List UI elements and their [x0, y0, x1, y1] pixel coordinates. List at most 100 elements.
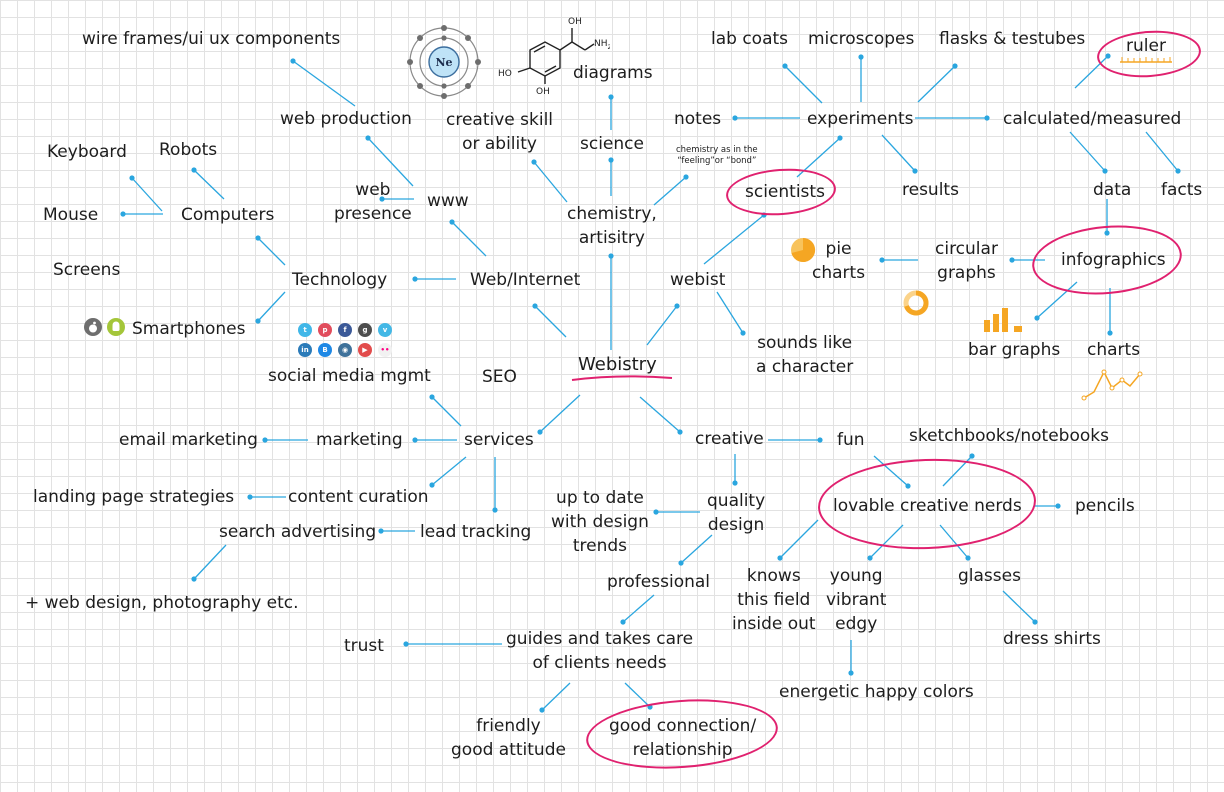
connector-dot-lovable-young	[867, 555, 873, 561]
connector-dot-lovable-glasses	[965, 555, 971, 561]
connector-scientists-experiments	[796, 137, 841, 178]
connector-dot-computers-keyboard	[129, 175, 135, 181]
connector-dot-experiments-lab-coats	[782, 63, 788, 69]
connector-dot-services-lead	[492, 507, 498, 513]
connector-dot-creative-quality	[732, 480, 738, 486]
node-science: science	[580, 134, 644, 154]
connector-dot-data-infographics	[1104, 230, 1110, 236]
node-lovable-nerds: lovable creative nerds	[833, 496, 1022, 516]
android-icon	[107, 318, 125, 336]
node-calculated: calculated/measured	[1003, 109, 1182, 129]
node-professional: professional	[607, 572, 711, 592]
apple-icon	[84, 318, 102, 336]
node-microscopes: microscopes	[808, 29, 915, 49]
connector-dot-content-landing	[247, 494, 253, 500]
connector-webistry-right	[646, 305, 678, 346]
connector-computers-robots	[193, 169, 225, 200]
bar-graph-icon	[984, 308, 1022, 332]
twitter-icon: t	[298, 323, 312, 337]
node-technology: Technology	[292, 270, 388, 290]
connector-experiments-flasks	[917, 65, 956, 103]
node-email-marketing: email marketing	[119, 430, 258, 450]
node-seo: SEO	[482, 367, 517, 387]
connector-dot-chemistry-creative-skill	[531, 159, 537, 165]
connector-dot-webistry-services	[537, 429, 543, 435]
node-search-advertising: search advertising	[219, 522, 377, 542]
connector-dot-lead-search	[378, 528, 384, 534]
connector-dot-marketing-email	[262, 437, 268, 443]
pinterest-icon: p	[318, 323, 332, 337]
node-web-design-photo: + web design, photography etc.	[25, 593, 299, 613]
connector-webist-scientists	[703, 214, 765, 265]
node-chemistry-note: chemistry as in the “feeling”or “bond”	[676, 145, 758, 166]
connector-glasses-dress-shirts	[1002, 590, 1036, 623]
molecule-icon: OH NH2 HO OH	[498, 17, 610, 96]
connector-dot-services-seo	[429, 394, 435, 400]
node-landing-page: landing page strategies	[33, 487, 235, 507]
connector-dot-glasses-dress-shirts	[1032, 619, 1038, 625]
node-knows-field: knows this field inside out	[732, 566, 816, 634]
connector-dot-experiments-calculated	[984, 115, 990, 121]
node-fun: fun	[837, 430, 865, 450]
connector-experiments-lab-coats	[784, 65, 823, 104]
youtube-icon: ▶	[358, 343, 372, 357]
node-robots: Robots	[159, 140, 218, 160]
donut-chart-icon	[903, 290, 929, 316]
connector-infographics-bar-graphs	[1036, 281, 1078, 319]
node-diagrams: diagrams	[573, 63, 653, 83]
connector-dot-creative-fun	[817, 437, 823, 443]
connector-dot-experiments-microscopes	[858, 54, 864, 60]
node-webistry: Webistry	[578, 354, 657, 375]
connector-lovable-young	[869, 524, 904, 559]
node-infographics: infographics	[1061, 250, 1166, 270]
instagram-icon: ◉	[338, 343, 352, 357]
node-keyboard: Keyboard	[47, 142, 127, 162]
connector-guides-connection	[624, 682, 651, 708]
connector-lovable-glasses	[939, 524, 969, 559]
connector-lovable-knows	[779, 519, 819, 559]
connector-guides-friendly	[541, 682, 571, 711]
pie-chart-icon	[791, 237, 816, 262]
connector-dot-infographics-circular	[1009, 257, 1015, 263]
connector-dot-search-web-design	[191, 576, 197, 582]
connector-calculated-ruler	[1074, 55, 1109, 89]
connector-dot-webistry-web-internet	[608, 253, 614, 259]
connector-dot-technology-smartphones	[255, 318, 261, 324]
connector-dot-quality-up-to-date	[653, 509, 659, 515]
connector-services-content	[431, 456, 467, 486]
connector-dot-www-web-production	[365, 135, 371, 141]
node-up-to-date: up to date with design trends	[551, 488, 649, 556]
connector-technology-computers	[257, 237, 286, 266]
ruler-icon	[1120, 57, 1172, 63]
connector-dot-calculated-facts	[1175, 168, 1181, 174]
connector-dot-scientists-experiments	[837, 135, 843, 141]
connector-dot-webistry-right	[674, 303, 680, 309]
connector-dot-web-production-wire-frames	[290, 58, 296, 64]
svg-text:NH2: NH2	[594, 39, 610, 51]
node-screens: Screens	[53, 260, 121, 280]
node-web-production: web production	[280, 109, 412, 129]
node-www: www	[427, 191, 469, 211]
node-dress-shirts: dress shirts	[1003, 629, 1101, 649]
connector-search-web-design	[193, 544, 227, 580]
connector-services-seo	[431, 396, 462, 427]
node-notes: notes	[674, 109, 722, 129]
connector-calculated-data	[1069, 131, 1106, 172]
node-sketchbooks: sketchbooks/notebooks	[909, 426, 1109, 446]
node-social-media: social media mgmt	[268, 366, 431, 386]
node-lab-coats: lab coats	[711, 29, 789, 49]
connector-dot-science-diagrams	[608, 94, 614, 100]
connector-dot-calculated-ruler	[1105, 53, 1111, 59]
google-plus-icon: g	[358, 323, 372, 337]
node-content-curation: content curation	[288, 487, 429, 507]
connector-quality-professional	[680, 534, 713, 564]
connector-dot-web-internet-technology	[412, 276, 418, 282]
connector-dot-quality-professional	[678, 560, 684, 566]
node-young-vibrant: young vibrant edgy	[826, 566, 887, 634]
node-wire-frames: wire frames/ui ux components	[82, 29, 341, 49]
node-bar-graphs: bar graphs	[968, 340, 1061, 360]
node-pie-charts: pie charts	[812, 239, 866, 283]
connector-web-production-wire-frames	[292, 60, 356, 107]
node-mouse: Mouse	[43, 205, 99, 225]
